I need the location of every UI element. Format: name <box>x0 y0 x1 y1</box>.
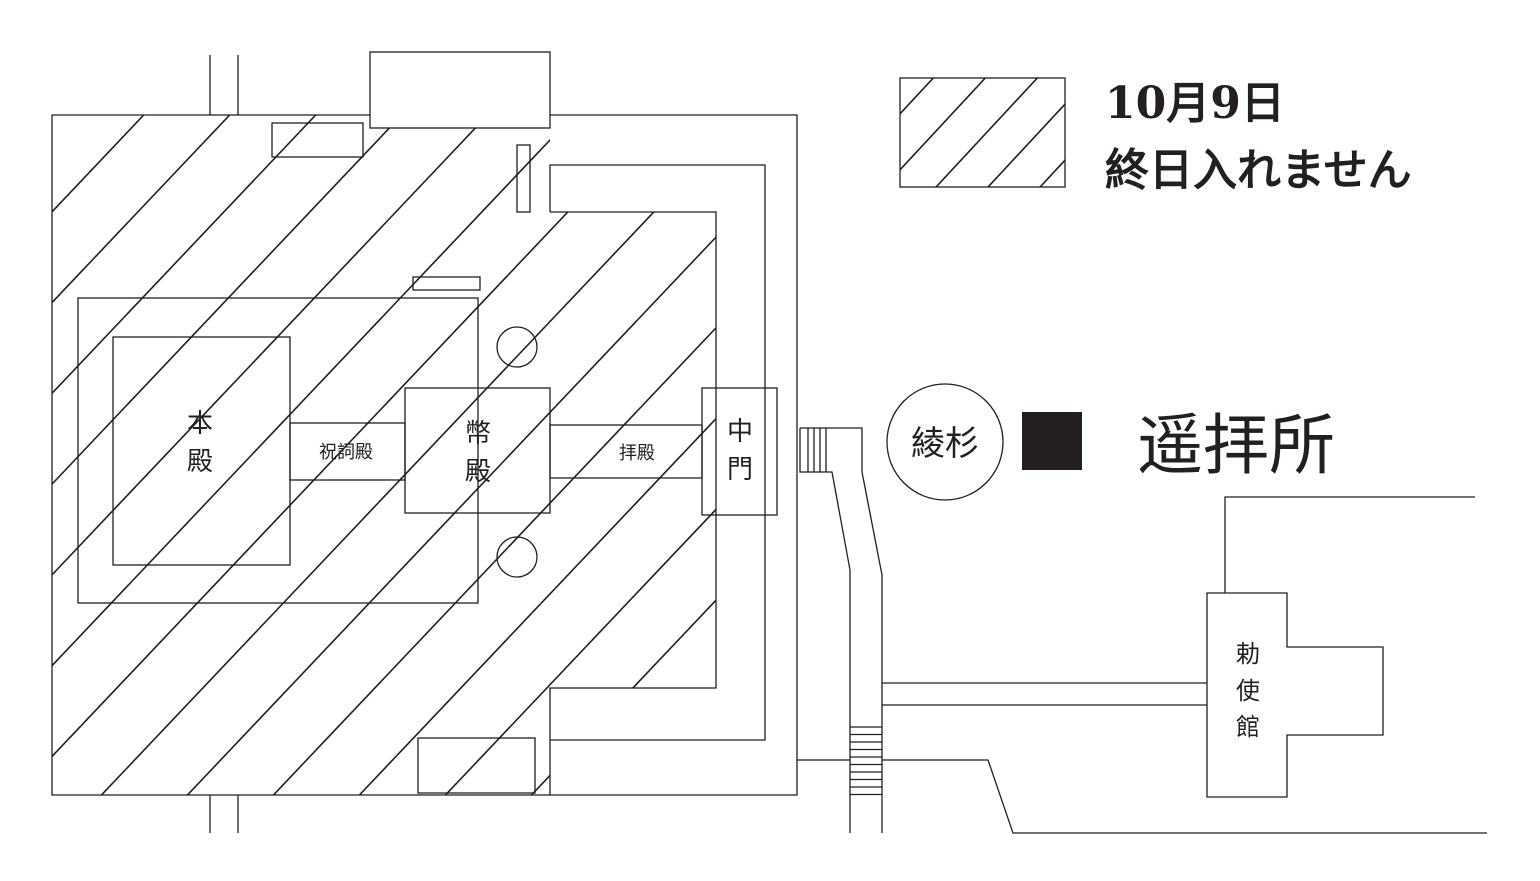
ayasugi-circle <box>886 383 1004 501</box>
hatch-line <box>52 115 387 795</box>
corridor <box>549 164 766 795</box>
legend-date: 10月9日 <box>1105 78 1285 129</box>
hatch-line <box>689 115 716 795</box>
hatch-line <box>345 115 716 795</box>
chokushi-kan-label-1: 勅 <box>1236 640 1260 668</box>
hatch-line <box>52 115 716 795</box>
norito-den-label: 祝詞殿 <box>319 442 373 463</box>
yohaisho-marker <box>1022 412 1082 470</box>
stairs-bottom <box>850 726 882 796</box>
hatch-line <box>52 115 716 795</box>
ayasugi-label: 綾杉 <box>911 424 979 464</box>
honden-label-2: 殿 <box>187 447 213 477</box>
stairs-top <box>807 428 827 472</box>
inner-precinct <box>77 297 479 604</box>
haiden-label: 拝殿 <box>619 443 655 464</box>
hatch-line <box>52 115 473 795</box>
heiden-label-2: 殿 <box>465 457 491 487</box>
hatch-line <box>52 115 716 795</box>
hatch-line <box>87 115 716 795</box>
hatch-line <box>52 115 559 795</box>
hatch-line <box>934 78 1039 187</box>
chumon-label-1: 中 <box>727 417 753 447</box>
chumon-label-2: 門 <box>727 455 753 485</box>
honden-label-1: 本 <box>187 409 213 439</box>
chokushi-kan-label-3: 館 <box>1236 713 1260 741</box>
chumon-gate <box>701 387 778 516</box>
hatch-line <box>259 115 716 795</box>
lantern-south <box>496 536 538 578</box>
hatch-line <box>52 115 301 795</box>
hatch-line <box>1038 158 1065 187</box>
bottom-building <box>417 737 536 794</box>
legend-notice: 終日入れません <box>1105 145 1412 196</box>
hatch-line <box>900 78 935 116</box>
chokushi-kan <box>882 496 1475 798</box>
hatch-line <box>986 102 1065 187</box>
lantern-north <box>496 326 538 368</box>
hatch-line <box>1378 0 1540 881</box>
chokushi-kan-label-2: 使 <box>1236 677 1260 705</box>
legend-hatching <box>900 78 1065 187</box>
yohaisho-label: 遥拝所 <box>1137 407 1335 484</box>
hatch-line <box>1464 0 1540 881</box>
legend-swatch <box>899 77 1066 188</box>
heiden-label-1: 幣 <box>465 419 491 449</box>
approach-path <box>797 427 1487 834</box>
top-gate-building <box>369 51 551 129</box>
hatch-line <box>900 78 987 172</box>
compound-outline <box>51 51 798 833</box>
hatch-line <box>52 115 645 795</box>
